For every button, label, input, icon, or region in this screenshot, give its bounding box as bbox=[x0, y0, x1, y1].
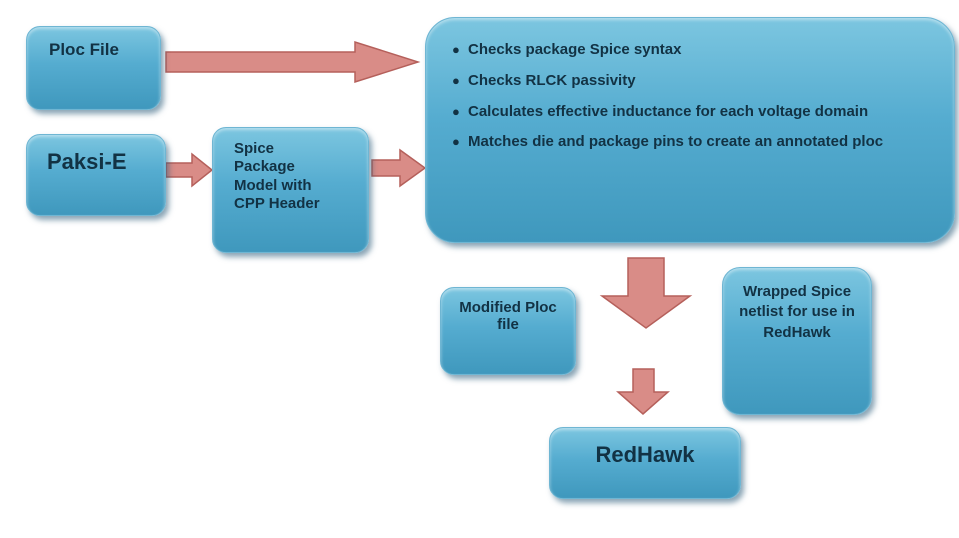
checks-item-text: Matches die and package pins to create a… bbox=[468, 133, 884, 151]
checks-item: ● Matches die and package pins to create … bbox=[452, 132, 934, 152]
modified-ploc-node: Modified Ploc file bbox=[440, 287, 576, 375]
checks-item: ● Checks RLCK passivity bbox=[452, 71, 934, 91]
paksi-e-node: Paksi-E bbox=[26, 134, 166, 216]
arrow-ploc-to-checks bbox=[165, 40, 421, 84]
modified-ploc-label: Modified Ploc file bbox=[459, 299, 557, 334]
bullet-icon: ● bbox=[452, 42, 460, 57]
checks-item-text: Checks RLCK passivity bbox=[468, 71, 636, 89]
arrow-checks-down bbox=[599, 257, 693, 329]
redhawk-node: RedHawk bbox=[549, 427, 741, 499]
checks-process-node: ● Checks package Spice syntax ● Checks RLC… bbox=[425, 17, 955, 243]
spice-package-model-label: Spice Package Model with CPP Header bbox=[234, 140, 320, 212]
checks-list: ● Checks package Spice syntax ● Checks RLC… bbox=[426, 18, 954, 152]
paksi-e-label: Paksi-E bbox=[47, 149, 127, 174]
ploc-file-label: Ploc File bbox=[49, 40, 119, 59]
checks-item: ● Calculates effective inductance for eac… bbox=[452, 102, 934, 122]
bullet-icon: ● bbox=[452, 134, 460, 150]
wrapped-spice-node: Wrapped Spice netlist for use in RedHawk bbox=[722, 267, 872, 415]
arrow-to-redhawk bbox=[616, 368, 670, 415]
wrapped-spice-label: Wrapped Spice netlist for use in RedHawk bbox=[739, 283, 855, 341]
checks-item-text: Calculates effective inductance for each… bbox=[468, 102, 869, 120]
spice-package-model-node: Spice Package Model with CPP Header bbox=[212, 127, 369, 253]
bullet-icon: ● bbox=[452, 72, 460, 88]
checks-item-text: Checks package Spice syntax bbox=[468, 41, 682, 58]
redhawk-label: RedHawk bbox=[595, 442, 695, 467]
arrow-paksi-to-spice bbox=[165, 152, 214, 188]
arrow-spice-to-checks bbox=[371, 148, 427, 188]
checks-item: ● Checks package Spice syntax bbox=[452, 40, 934, 60]
ploc-file-node: Ploc File bbox=[26, 26, 161, 110]
bullet-icon: ● bbox=[452, 103, 460, 119]
